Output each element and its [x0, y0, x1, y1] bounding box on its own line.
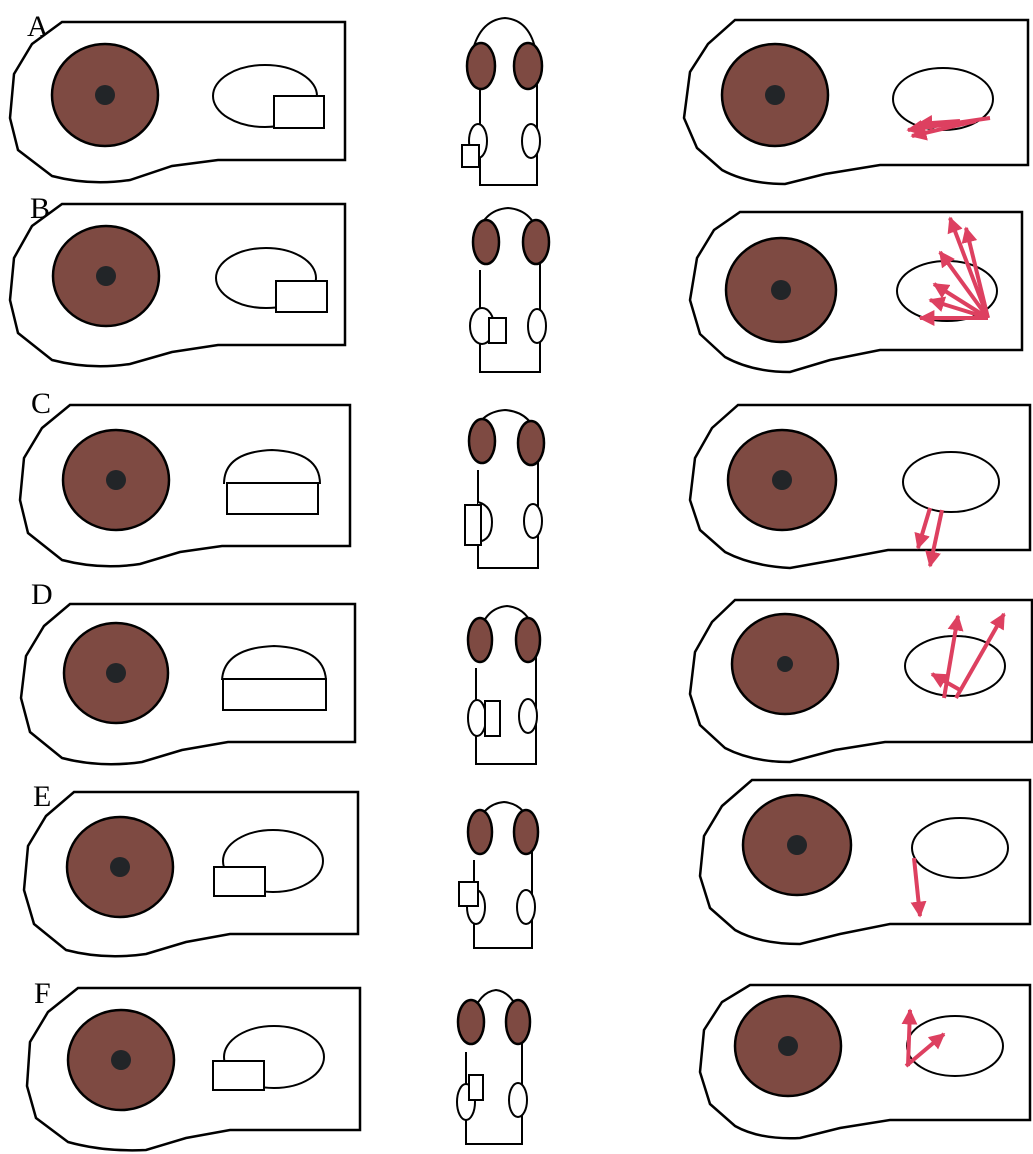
eye-icon [468, 810, 492, 854]
side-view-f [27, 988, 360, 1150]
pupil-icon [787, 835, 807, 855]
response-view-f [700, 985, 1030, 1138]
eye-icon [458, 1000, 484, 1044]
stimulus-rect [462, 145, 479, 167]
eye-icon [514, 810, 538, 854]
panel-d [21, 600, 1032, 764]
side-view-c [20, 405, 350, 566]
pupil-icon [777, 656, 793, 672]
top-view-a [462, 18, 542, 185]
eye-icon [518, 421, 544, 465]
eye-icon [516, 618, 540, 662]
top-view-e [459, 802, 538, 948]
top-view-d [468, 606, 540, 764]
pupil-icon [111, 1050, 131, 1070]
pupil-icon [771, 280, 791, 300]
stimulus-rect [469, 1075, 483, 1100]
pupil-icon [110, 857, 130, 877]
pupil-icon [772, 470, 792, 490]
stimulus-rect [223, 679, 326, 710]
eye-icon [506, 1000, 530, 1044]
stimulus-rect [459, 882, 478, 906]
eye-icon [468, 618, 492, 662]
side-view-d [21, 604, 355, 764]
panel-label-d: D [31, 578, 53, 611]
side-view-b [10, 204, 345, 366]
ear-ellipse [468, 700, 486, 736]
ear-ellipse [509, 1083, 527, 1117]
ear-ellipse [522, 124, 540, 158]
response-view-c [690, 405, 1030, 568]
ear-ellipse [524, 504, 542, 538]
top-view-c [465, 410, 544, 568]
pupil-icon [106, 470, 126, 490]
eye-icon [514, 43, 542, 89]
response-view-e [700, 780, 1030, 944]
response-view-d [690, 600, 1032, 762]
panel-e [24, 780, 1030, 956]
stimulus-rect [465, 505, 481, 545]
eye-icon [473, 220, 499, 264]
pupil-icon [106, 663, 126, 683]
eye-icon [523, 220, 549, 264]
panel-label-e: E [33, 780, 51, 813]
panel-label-f: F [34, 977, 51, 1010]
pupil-icon [778, 1036, 798, 1056]
panel-a [10, 18, 1028, 185]
panel-f [27, 985, 1030, 1150]
ear-ellipse [903, 452, 999, 512]
pupil-icon [95, 85, 115, 105]
side-view-e [24, 792, 358, 956]
stimulus-rect [214, 867, 265, 896]
response-view-a [684, 20, 1028, 184]
eye-icon [467, 43, 495, 89]
stimulus-rect [274, 96, 324, 128]
stimulus-rect [213, 1061, 264, 1090]
response-view-b [690, 212, 1022, 372]
ear-ellipse [519, 699, 537, 733]
panel-c [20, 405, 1030, 568]
eye-icon [469, 419, 495, 463]
pupil-icon [765, 85, 785, 105]
top-view-f [457, 990, 530, 1144]
top-view-b [470, 208, 549, 372]
stimulus-rect [489, 318, 506, 343]
response-arrow [908, 1010, 910, 1066]
ear-ellipse [528, 309, 546, 343]
ear-ellipse [517, 890, 535, 924]
panel-label-c: C [31, 387, 51, 420]
stimulus-rect [227, 483, 318, 514]
side-view-a [10, 22, 345, 182]
pupil-icon [96, 266, 116, 286]
ear-ellipse [912, 818, 1008, 878]
stimulus-rect [276, 281, 327, 312]
stimulus-rect [485, 701, 500, 736]
ear-ellipse [907, 1016, 1003, 1076]
panel-b [10, 204, 1022, 372]
